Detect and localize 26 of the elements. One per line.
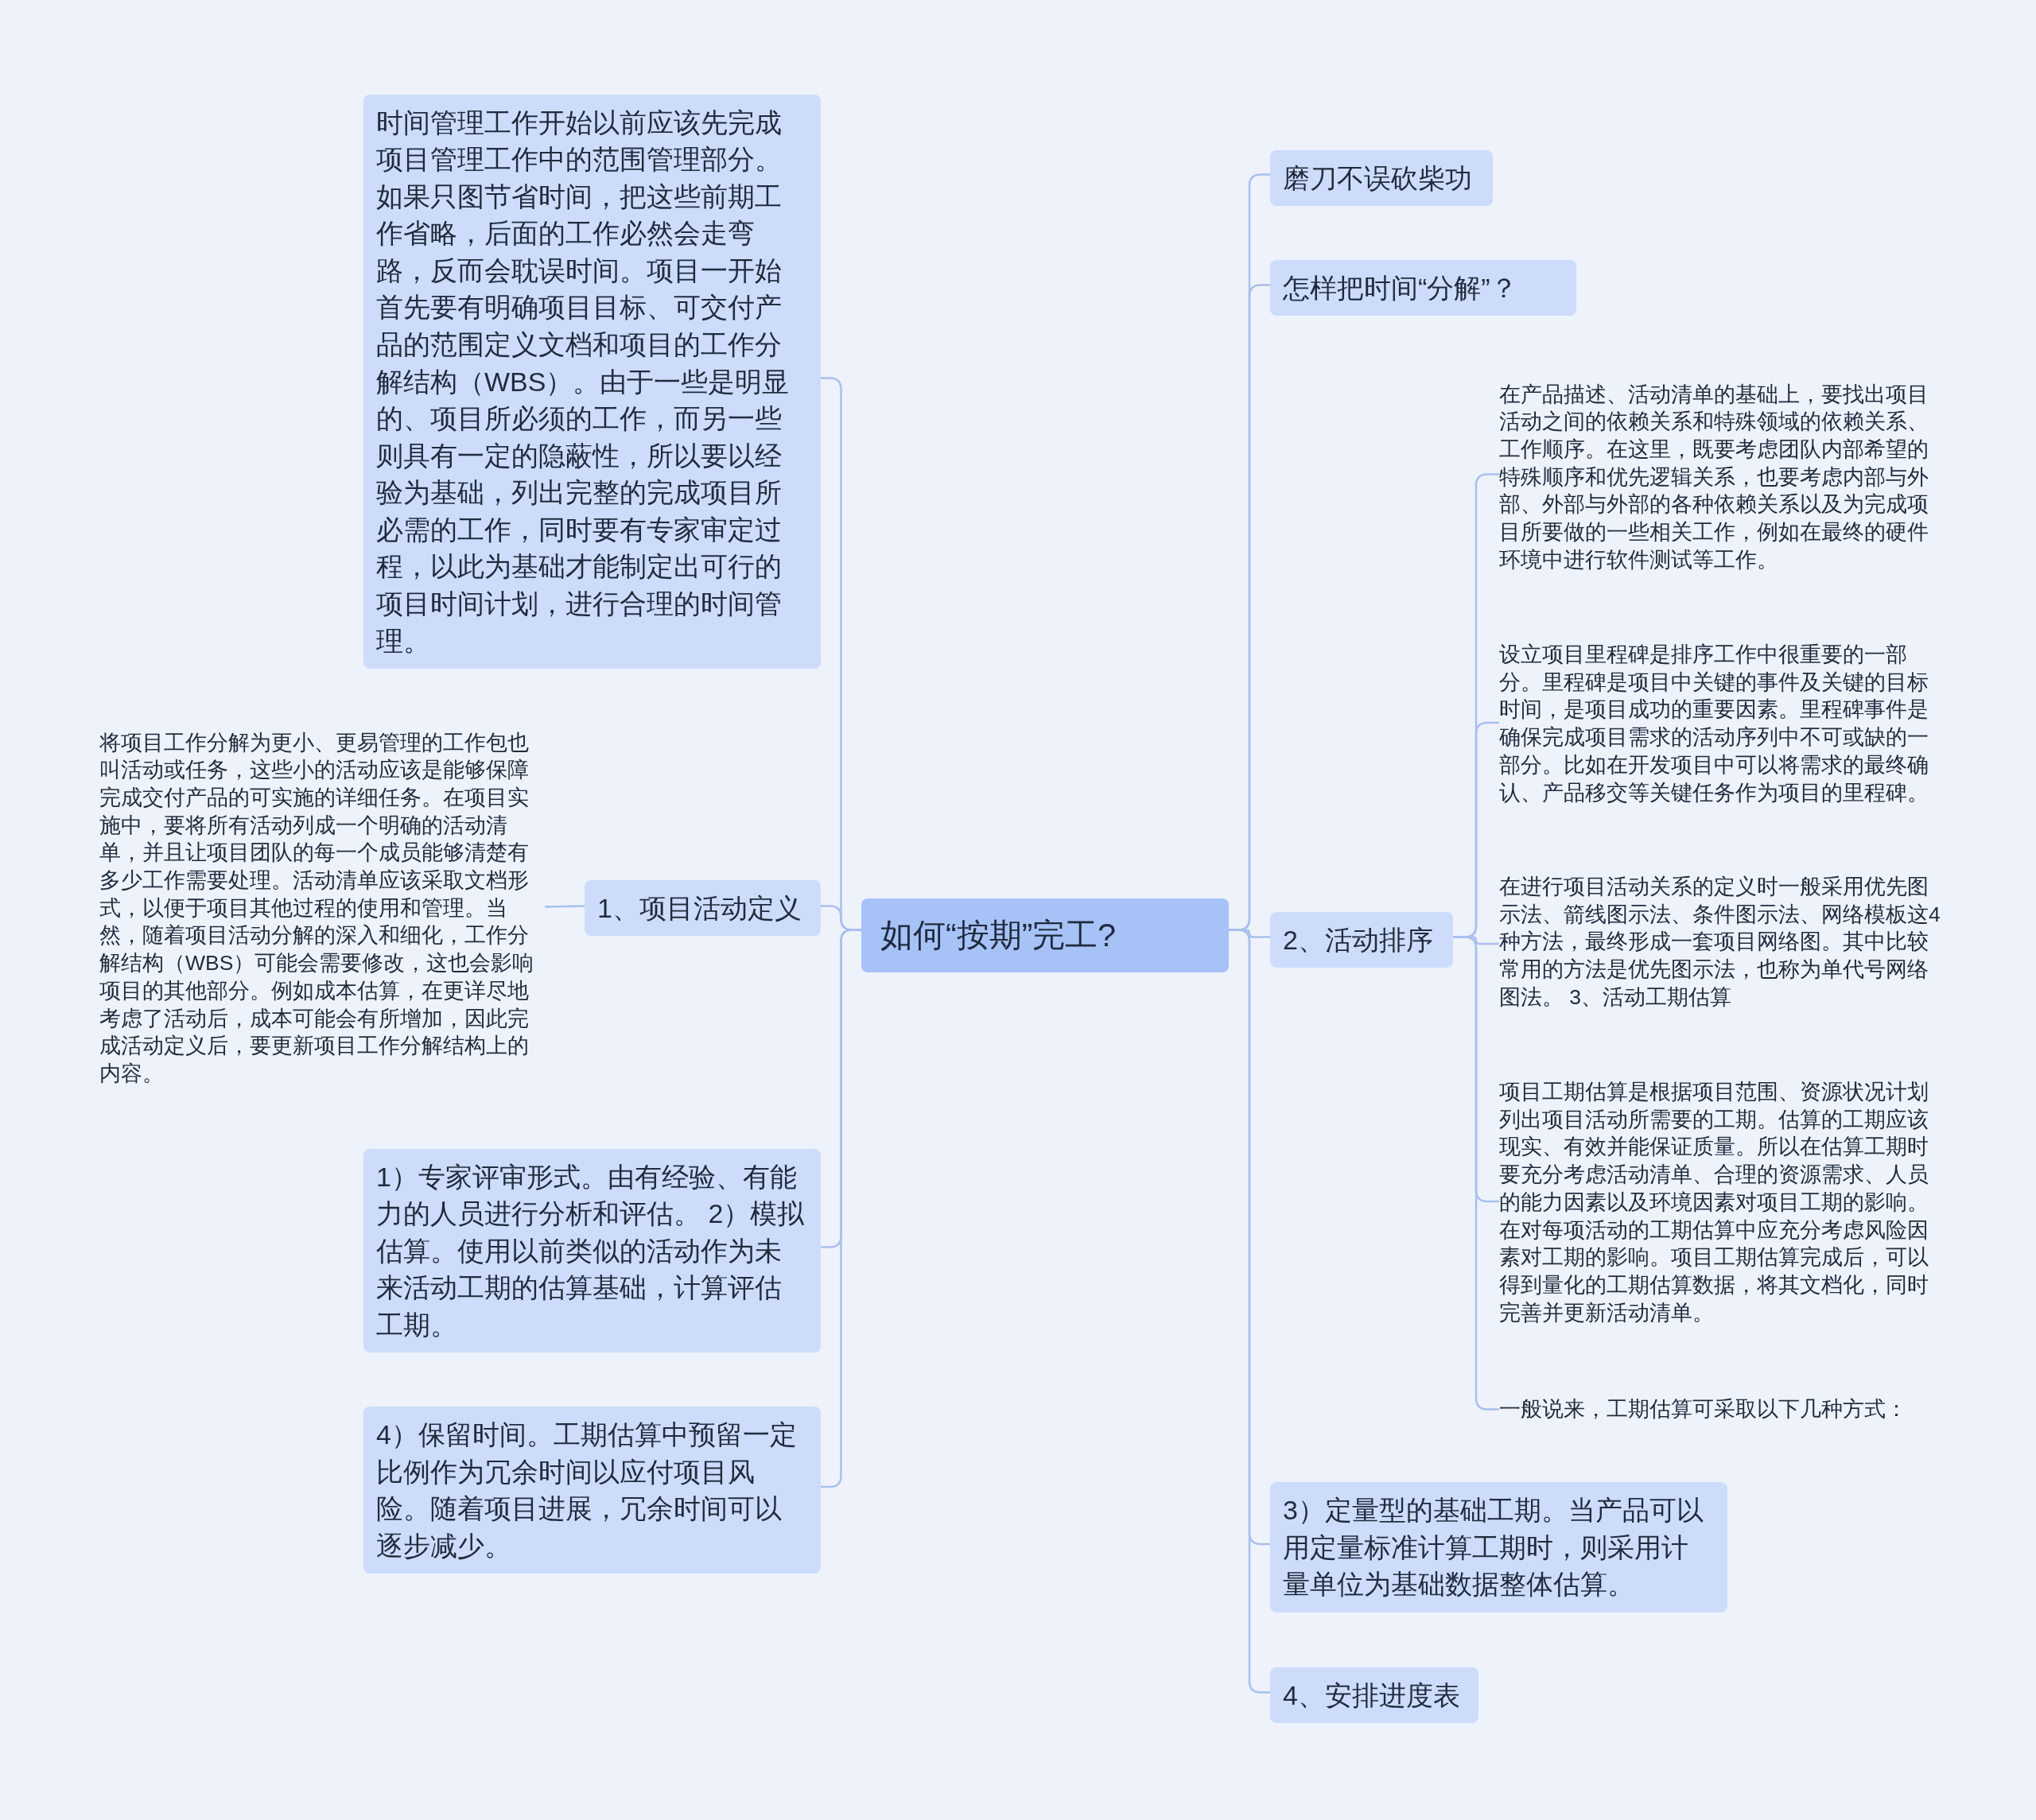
topic-box: [1270, 259, 1576, 316]
topic-text: 将项目工作分解为更小、更易管理的工作包也叫活动或任务，这些小的活动应该是能够保障完成交付产品的可实施的详细任务。在项目实施中，要将所有活动列成一个明确的活动清单，并且让项目团队的每一个成员能够清楚有多少工作需要处理。活动清单应该采取文档形式，以便于项目其他过程的使用和管理。当然，随着项目活动分解的深入和细化，工作分解结构（WBS）可能会需要修改，这也会影响项目的其他部分。例如成本估算，在更详尽地考虑了活动后，成本可能会有所增加，因此完成活动定义后，要更新项目工作分解结构上的内容。: [99, 729, 535, 1087]
central-topic: [861, 898, 1229, 972]
topic-text: 磨刀不误砍柴功: [1283, 161, 1473, 195]
topic-box: [585, 879, 821, 937]
topic-text: 4、安排进度表: [1283, 1678, 1461, 1712]
topic-text: 怎样把时间“分解”？: [1283, 271, 1518, 305]
topic-box: [1270, 149, 1493, 207]
topic-box: [363, 1407, 821, 1574]
topic-text: 如何“按期”完工?: [880, 915, 1117, 955]
topic-text: 2、活动排序: [1283, 923, 1434, 957]
topic-text: 时间管理工作开始以前应该先完成项目管理工作中的范围管理部分。如果只图节省时间，把这些前期工作省略，后面的工作必然会走弯路，反而会耽误时间。项目一开始首先要有明确项目目标、可交付产品的范围定义文档和项目的工作分解结构（WBS）。由于一些是明显的、项目所必须的工作，而另一些则具有一定的隐蔽性，所以要以经验为基础，列出完整的完成项目所必需的工作，同时要有专家审定过程，以此为基础才能制定出可行的项目时间计划，进行合理的时间管理。: [376, 106, 791, 658]
topic-text: 3）定量型的基础工期。当产品可以用定量标准计算工期时，则采用计量单位为基础数据整体估算。: [1283, 1494, 1704, 1601]
topic-text: 设立项目里程碑是排序工作中很重要的一部分。里程碑是项目中关键的事件及关键的目标时间，是项目成功的重要因素。里程碑事件是确保完成项目需求的活动序列中不可或缺的一部分。比如在开发项目中可以将需求的最终确认、产品移交等关键任务作为项目的里程碑。: [1499, 642, 1929, 806]
branch-line: [544, 905, 585, 908]
topic-box: [1270, 911, 1453, 968]
topic-text: 项目工期估算是根据项目范围、资源状况计划列出项目活动所需要的工期。估算的工期应该现实、有效并能保证质量。所以在估算工期时要充分考虑活动清单、合理的资源需求、人员的能力因素以及环境因素对项目工期的影响。在对每项活动的工期估算中应充分考虑风险因素对工期的影响。项目工期估算完成后，可以得到量化的工期估算数据，将其文档化，同时完善并更新活动清单。: [1499, 1079, 1929, 1326]
topic-text: 1、项目活动定义: [597, 891, 802, 925]
topic-text: 一般说来，工期估算可采取以下几种方式：: [1499, 1395, 1908, 1422]
topic-text: 在进行项目活动关系的定义时一般采用优先图示法、箭线图示法、条件图示法、网络模板这4种方法，最终形成一套项目网络图。其中比较常用的方法是优先图示法，也称为单代号网络图法。 3、活动工期估算: [1499, 874, 1941, 1011]
topic-box: [1270, 1667, 1478, 1724]
topic-text: 1）专家评审形式。由有经验、有能力的人员进行分析和评估。 2）模拟估算。使用以前类似的活动作为未来活动工期的估算基础，计算评估工期。: [376, 1160, 806, 1341]
topic-box: [1270, 1482, 1727, 1612]
topic-text: 4）保留时间。工期估算中预留一定比例作为冗余时间以应付项目风险。随着项目进展，冗余时间可以逐步减少。: [376, 1418, 798, 1562]
topic-box: [363, 1148, 821, 1353]
topic-text: 在产品描述、活动清单的基础上，要找出项目活动之间的依赖关系和特殊领域的依赖关系、工作顺序。在这里，既要考虑团队内部希望的特殊顺序和优先逻辑关系，也要考虑内部与外部、外部与外部的各种依赖关系以及为完成项目所要做的一些相关工作，例如在最终的硬件环境中进行软件测试等工作。: [1499, 381, 1929, 573]
